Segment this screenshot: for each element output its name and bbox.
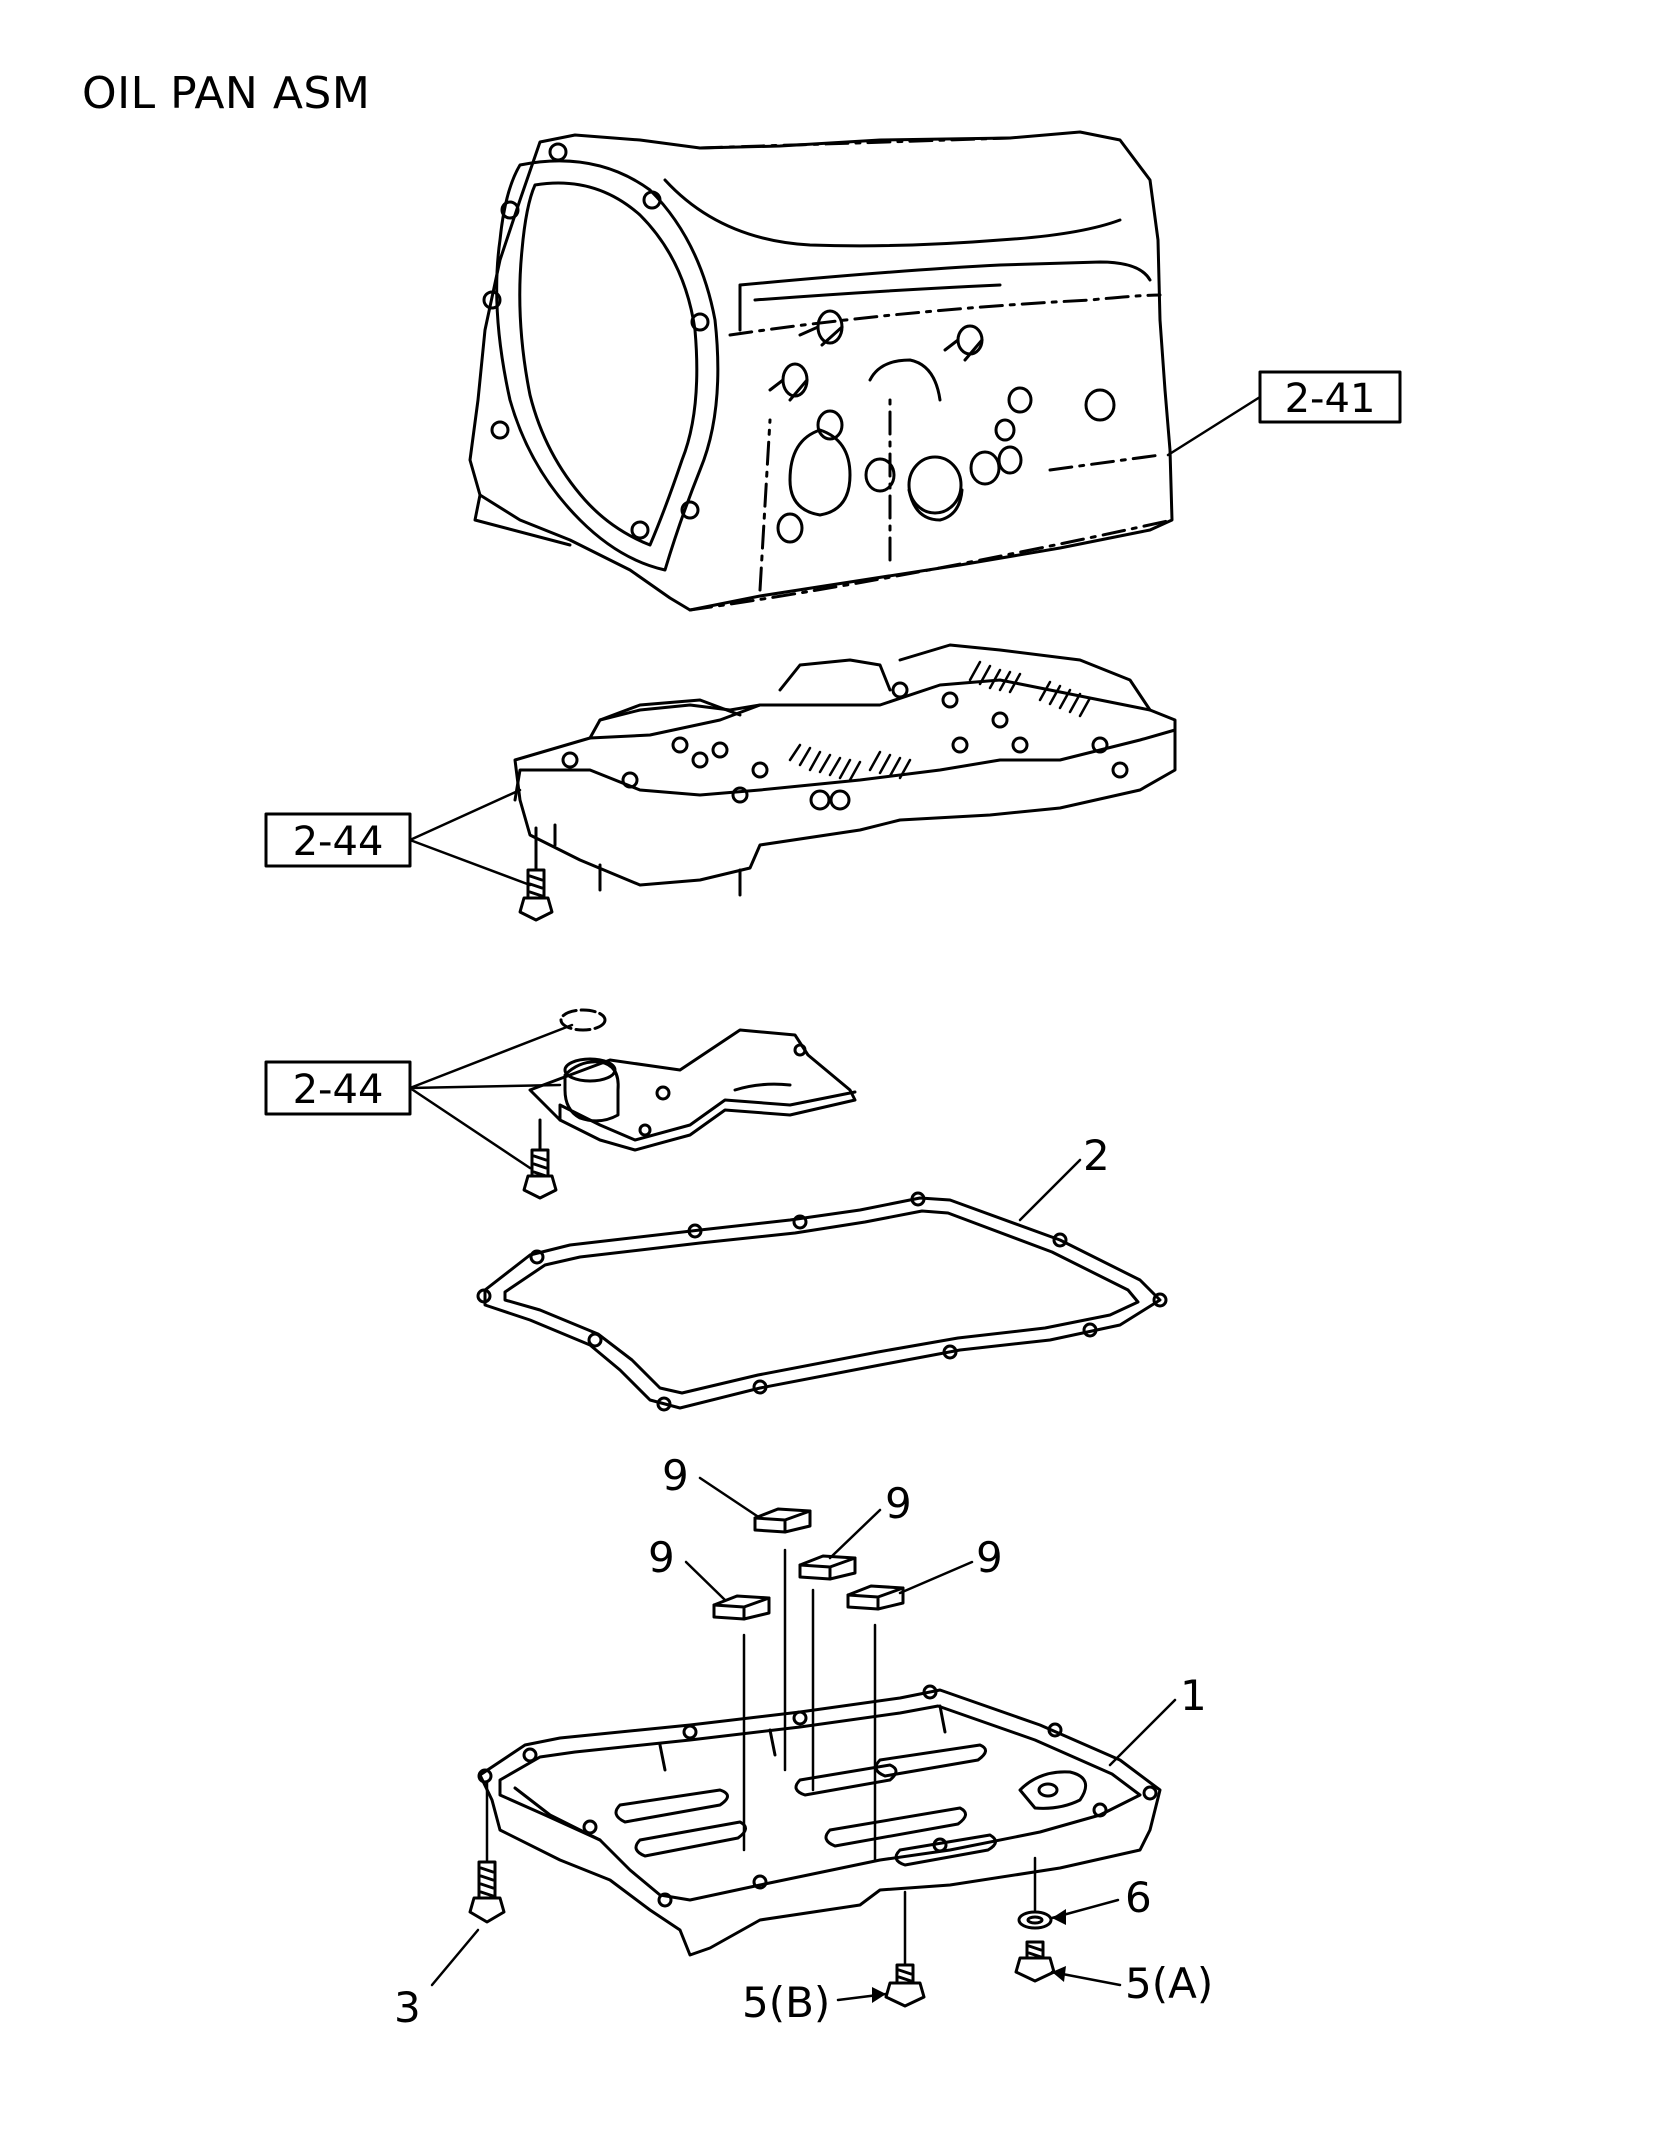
leader-line xyxy=(408,1023,574,1170)
transmission-case xyxy=(468,130,1174,612)
reference-label-case-text: 2-41 xyxy=(1285,376,1376,422)
callout-oil-pan: 1 xyxy=(1180,1671,1207,1720)
reference-label-valve-body-text: 2-44 xyxy=(293,819,384,865)
callout-magnet-3: 9 xyxy=(648,1533,675,1582)
oil-strainer xyxy=(522,1008,857,1200)
callout-leaders xyxy=(430,1158,1177,2002)
callout-gasket-washer: 6 xyxy=(1125,1873,1152,1922)
magnets xyxy=(712,1507,905,1862)
drain-plug-b xyxy=(884,1890,926,2008)
valve-body xyxy=(513,643,1177,922)
reference-label-valve-body[interactable]: 2-44 xyxy=(264,812,412,868)
callout-magnet-1: 9 xyxy=(662,1451,689,1500)
reference-label-oil-strainer-text: 2-44 xyxy=(293,1067,384,1113)
callout-drain-plug-a: 5(A) xyxy=(1125,1959,1213,2008)
callout-drain-plug-b: 5(B) xyxy=(742,1978,830,2027)
oil-pan-gasket xyxy=(476,1191,1168,1412)
leader-line xyxy=(408,788,532,887)
callout-pan-bolt: 3 xyxy=(394,1983,421,2032)
reference-label-case[interactable]: 2-41 xyxy=(1258,370,1402,424)
oil-pan xyxy=(477,1684,1162,1957)
pan-bolt xyxy=(468,1780,506,1924)
reference-label-oil-strainer[interactable]: 2-44 xyxy=(264,1060,412,1116)
page-title: OIL PAN ASM xyxy=(82,68,371,119)
leader-line xyxy=(1166,395,1262,457)
drain-plug-a xyxy=(1014,1856,1056,1983)
callout-magnet-4: 9 xyxy=(976,1533,1003,1582)
callout-magnet-2: 9 xyxy=(885,1479,912,1528)
callout-gasket: 2 xyxy=(1083,1131,1110,1180)
arrowheads xyxy=(872,1909,1066,2003)
